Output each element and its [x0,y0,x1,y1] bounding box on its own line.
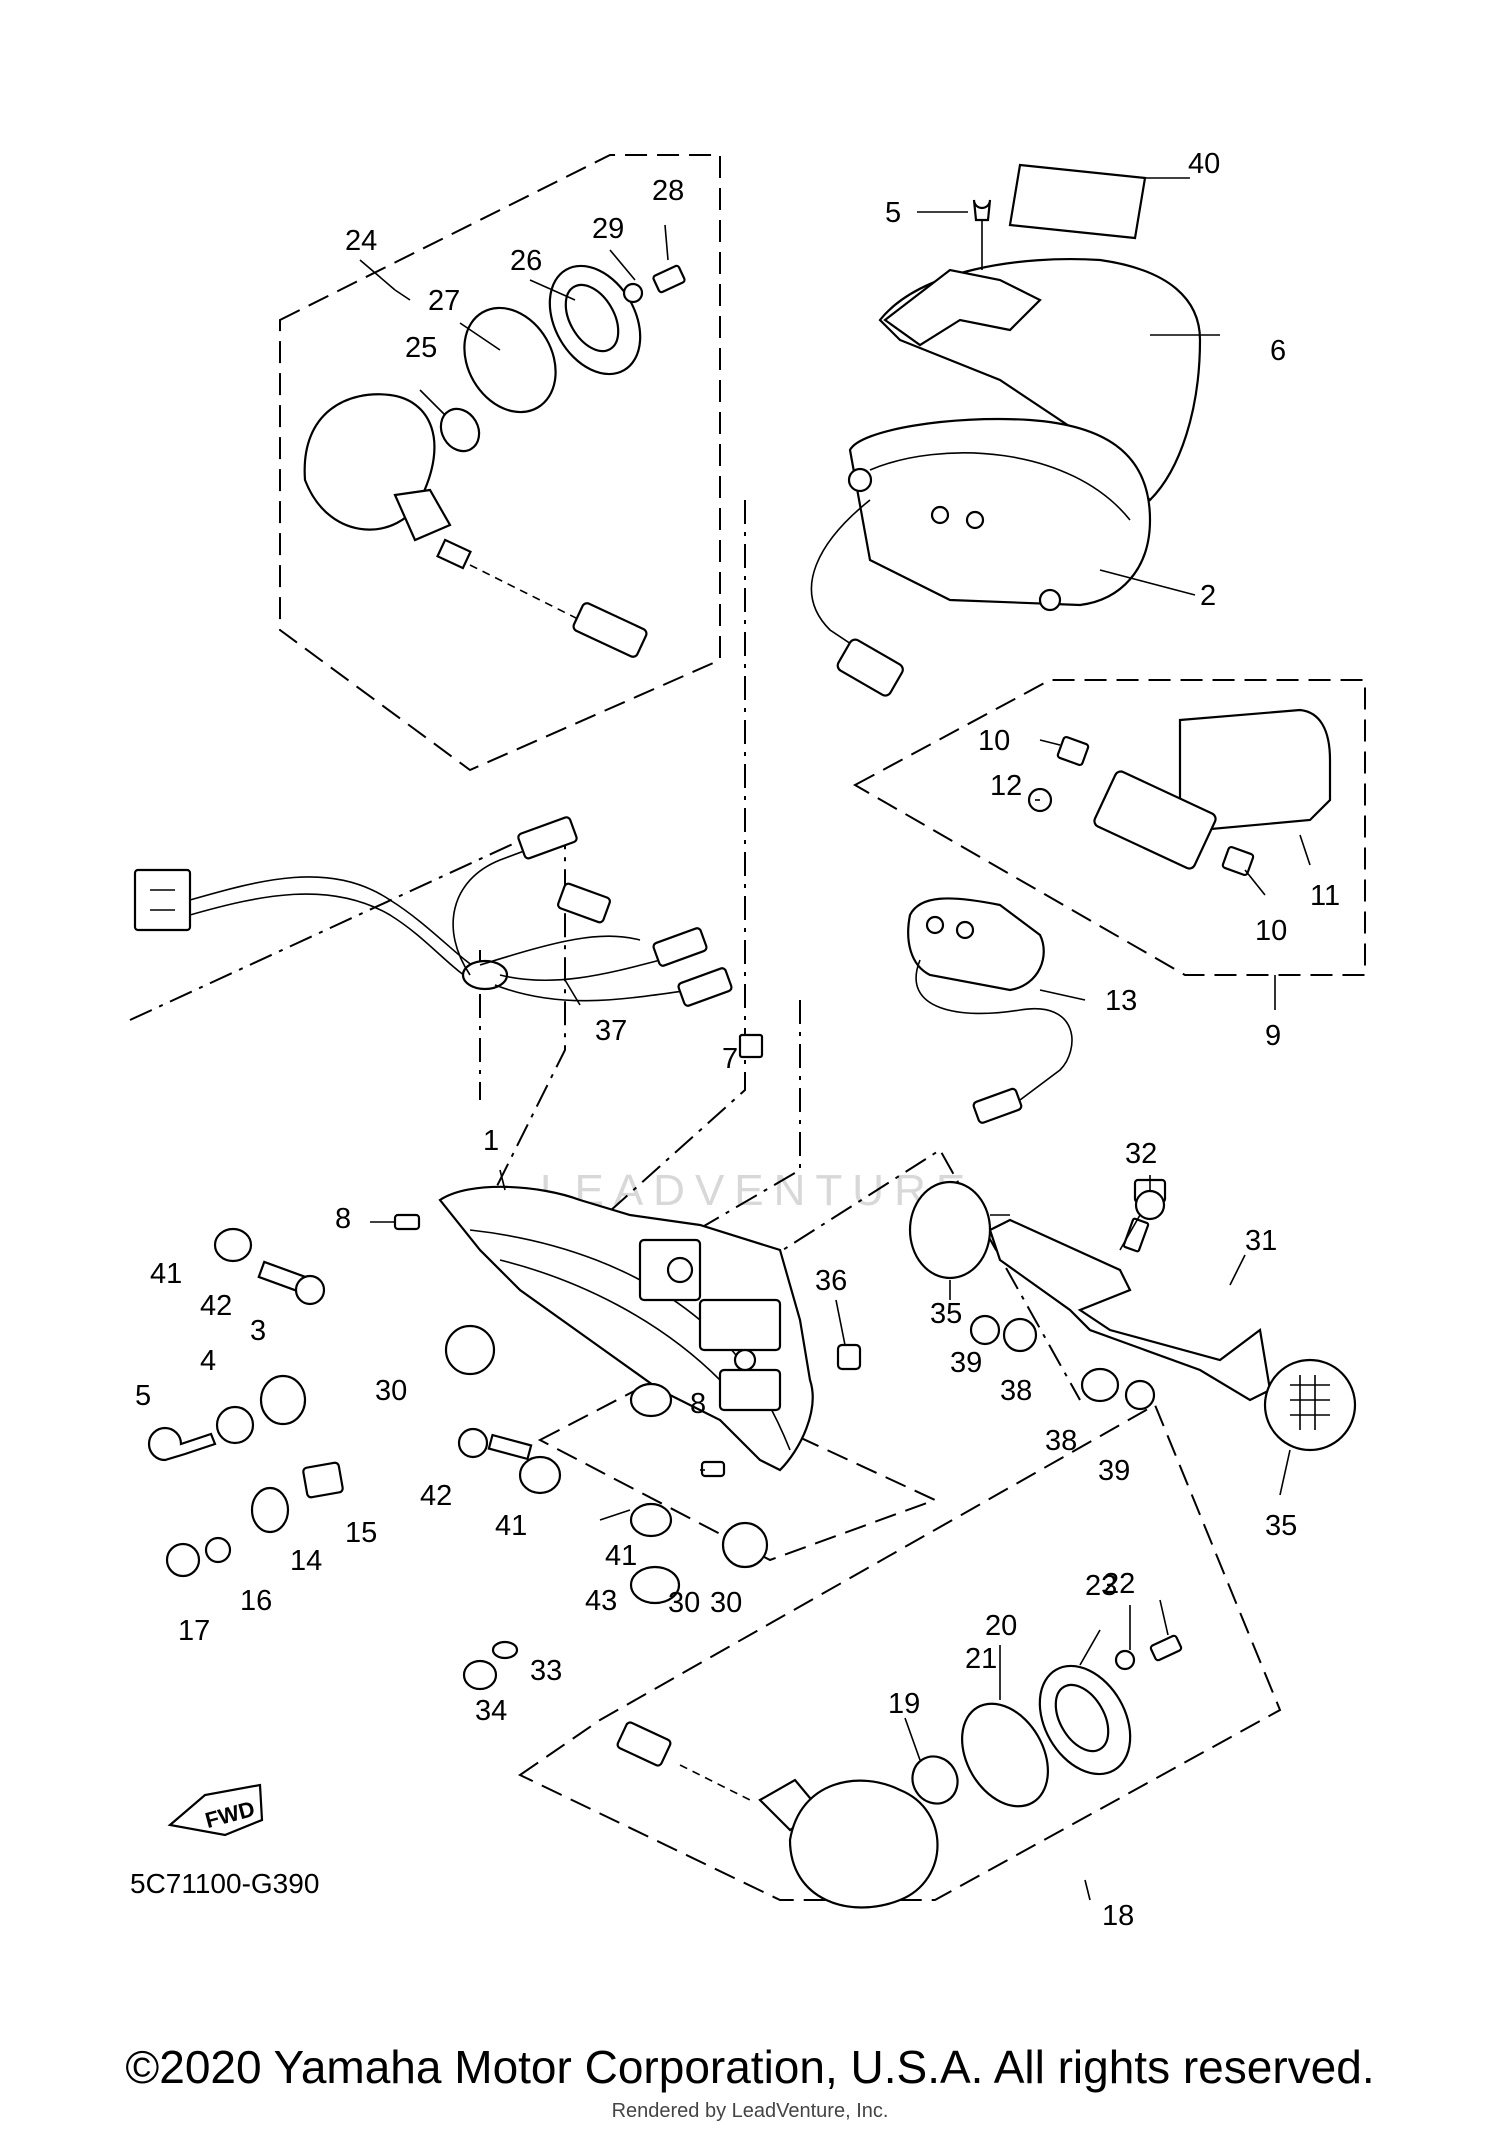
callout-2: 2 [1200,580,1216,612]
callout-24: 24 [345,225,377,257]
callout-8-upper: 8 [335,1203,351,1235]
part-code: 5C71100-G390 [130,1868,319,1899]
callout-30-upper: 30 [375,1375,407,1407]
callout-41-lower: 41 [605,1540,637,1572]
copyright-notice: ©2020 Yamaha Motor Corporation, U.S.A. A… [125,2041,1375,2093]
callout-43: 43 [585,1585,617,1617]
reflector-bracket [908,1178,1357,1452]
license-light-assembly [907,708,1332,1124]
group-box-24 [279,154,721,772]
callout-25: 25 [405,332,437,364]
wire-harness [133,816,764,1059]
callout-41-upper: 41 [150,1258,182,1290]
callout-12: 12 [990,770,1022,802]
fwd-arrow-icon: FWD [167,1783,264,1837]
callout-9: 9 [1265,1020,1281,1052]
callout-28: 28 [652,175,684,207]
callout-34: 34 [475,1695,507,1727]
callout-38-upper: 38 [1000,1375,1032,1407]
callout-5-lower: 5 [135,1380,151,1412]
callout-38-lower: 38 [1045,1425,1077,1457]
group-box-9 [852,679,1366,976]
callout-1: 1 [483,1125,499,1157]
callout-10-upper: 10 [978,725,1010,757]
callout-11: 11 [1310,880,1340,912]
callout-13: 13 [1105,985,1137,1017]
callout-42-upper: 42 [200,1290,232,1322]
callout-16: 16 [240,1585,272,1617]
callout-15: 15 [345,1517,377,1549]
callout-10-lower: 10 [1255,915,1287,947]
callout-21: 21 [965,1643,997,1675]
watermark-text: LEADVENTURE [540,1166,975,1215]
callout-22: 22 [1103,1568,1135,1600]
callout-40: 40 [1188,148,1220,180]
callout-19: 19 [888,1688,920,1720]
callout-17: 17 [178,1615,210,1647]
callout-5-upper: 5 [885,197,901,229]
callout-35-lower: 35 [1265,1510,1297,1542]
hardware-parts [147,1189,1166,1691]
connector-line-taillight [599,500,746,1221]
callout-30-lower: 30 [668,1587,700,1619]
callout-6: 6 [1270,335,1286,367]
callout-27: 27 [428,285,460,317]
callout-26: 26 [510,245,542,277]
rendered-by-text: Rendered by LeadVenture, Inc. [611,2100,889,2122]
callout-23: 23 [1085,1570,1117,1602]
tail-light-assembly [810,163,1202,697]
callout-7: 7 [722,1043,738,1075]
callout-18: 18 [1102,1900,1134,1932]
callout-14: 14 [290,1545,322,1577]
callout-39-lower: 39 [1098,1455,1130,1487]
turn-signal-rear-left [303,264,686,658]
callout-20: 20 [985,1610,1017,1642]
callout-33: 33 [530,1655,562,1687]
leader-lines [359,177,1311,1901]
connector-line-harness [129,818,566,1221]
callout-41-mid: 41 [495,1510,527,1542]
turn-signal-rear-right [616,1634,1183,1909]
callout-39-upper: 39 [950,1347,982,1379]
callout-36: 36 [815,1265,847,1297]
callout-37: 37 [595,1015,627,1047]
callout-31: 31 [1245,1225,1277,1257]
callout-35-upper: 35 [930,1298,962,1330]
connector-line-bracket [719,1148,1081,1401]
callout-42-mid: 42 [420,1480,452,1512]
callout-32: 32 [1125,1138,1157,1170]
callout-8-lower: 8 [690,1388,706,1420]
group-box-18 [518,1403,1282,1901]
callout-4: 4 [200,1345,216,1377]
callout-30-right: 30 [710,1587,742,1619]
fender-bracket [438,1185,814,1472]
callout-3: 3 [250,1315,266,1347]
callout-labels: 1 2 3 4 5 5 6 7 8 8 9 10 10 11 12 13 14 … [135,148,1340,1932]
callout-29: 29 [592,213,624,245]
connector-line-license [679,1000,801,1241]
